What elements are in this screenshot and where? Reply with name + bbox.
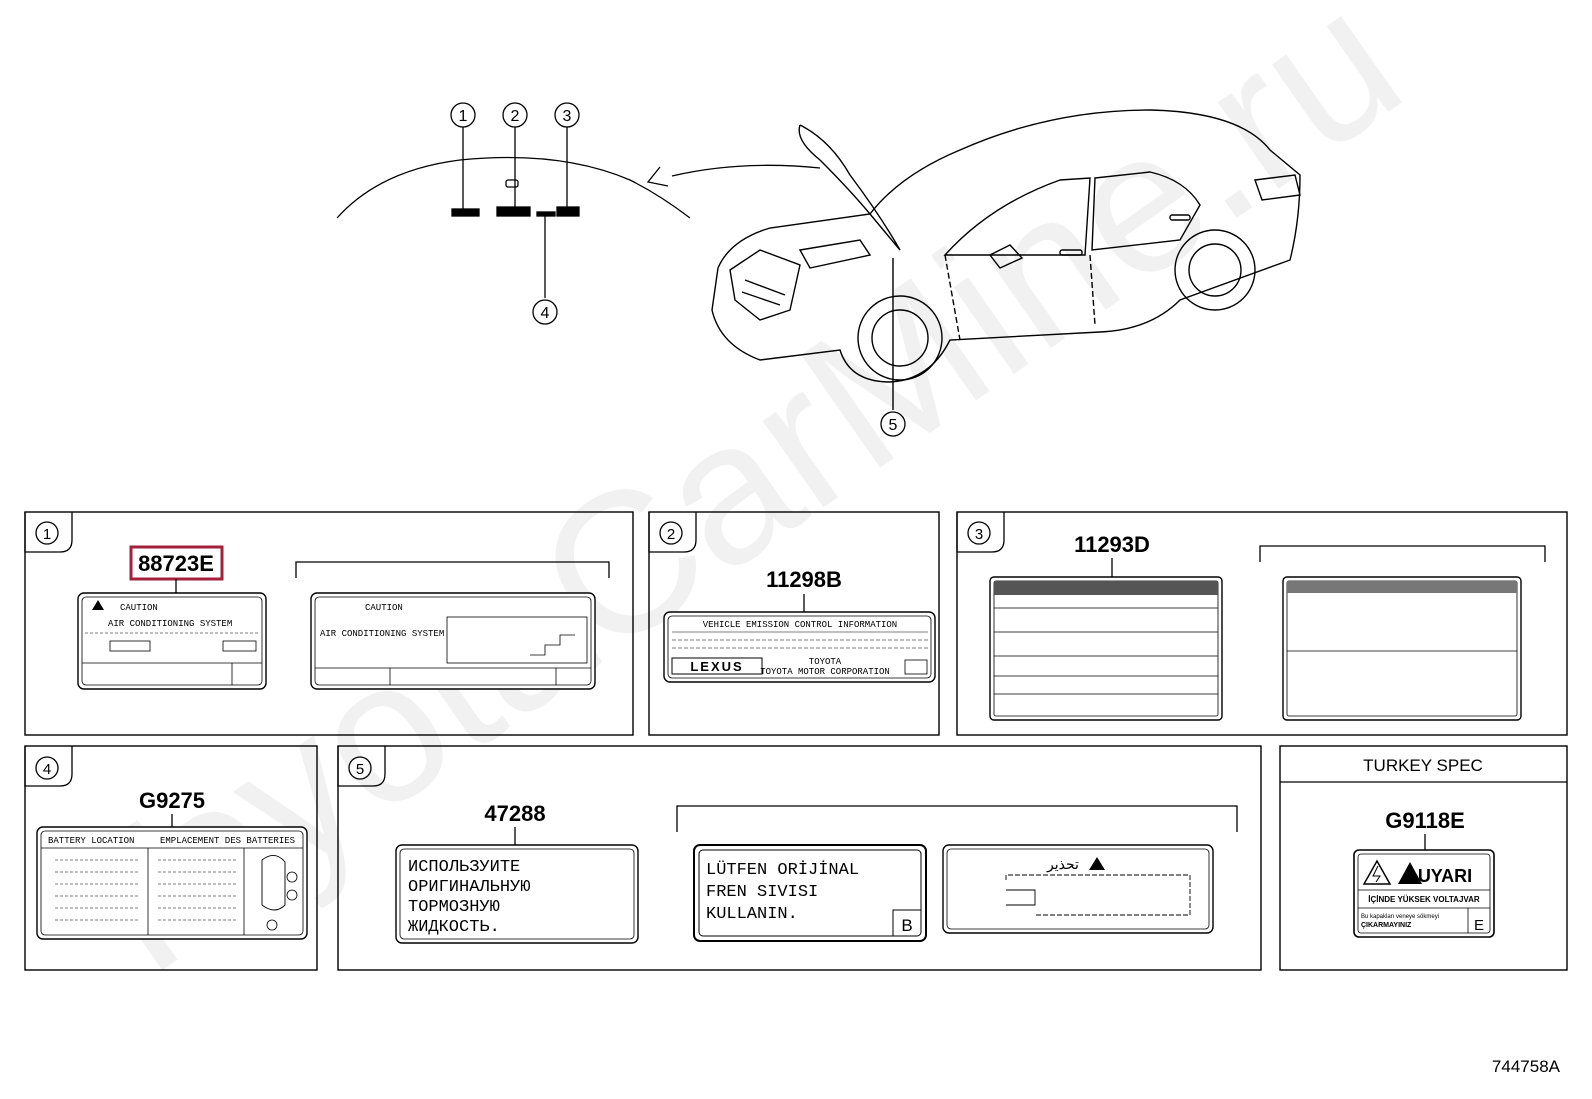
figure-id: 744758A xyxy=(1492,1057,1561,1076)
svg-text:5: 5 xyxy=(356,761,364,778)
callout-3: 3 xyxy=(554,102,580,128)
car-illustration xyxy=(711,109,1301,410)
svg-text:AIR CONDITIONING SYSTEM: AIR CONDITIONING SYSTEM xyxy=(320,629,444,639)
part-number-47288: 47288 xyxy=(484,801,545,826)
svg-text:ЖИДКОСТЬ.: ЖИДКОСТЬ. xyxy=(408,918,500,937)
svg-text:BATTERY LOCATION: BATTERY LOCATION xyxy=(48,836,134,846)
svg-text:ÇIKARMAYINIZ: ÇIKARMAYINIZ xyxy=(1361,922,1412,929)
panel-1: 1 88723E CAUTION AIR CONDITIONING SYSTEM… xyxy=(24,511,634,736)
panel-5: 5 47288 ИСПОЛЬЗУИТЕ ОРИГИНАЛЬНУЮ ТОРМОЗН… xyxy=(337,745,1262,971)
svg-text:ИСПОЛЬЗУИТЕ: ИСПОЛЬЗУИТЕ xyxy=(408,858,520,877)
ru-label-text: ИСПОЛЬЗУИТЕ ОРИГИНАЛЬНУЮ ТОРМОЗНУЮ ЖИДКО… xyxy=(408,858,530,937)
part-number-G9275: G9275 xyxy=(139,788,205,813)
svg-text:CAUTION: CAUTION xyxy=(120,603,158,613)
svg-text:VEHICLE EMISSION CONTROL INFOR: VEHICLE EMISSION CONTROL INFORMATION xyxy=(703,620,897,630)
part-number-G9118E: G9118E xyxy=(1385,808,1465,833)
callout-1: 1 xyxy=(450,102,476,128)
callout-2: 2 xyxy=(502,102,528,128)
part-number-88723E: 88723E xyxy=(138,551,214,576)
svg-text:Bu kapakları veneye sökmeyi: Bu kapakları veneye sökmeyi xyxy=(1361,914,1439,920)
callout-4: 4 xyxy=(532,299,558,325)
svg-text:5: 5 xyxy=(889,417,898,434)
tr-label-text: LÜTFEN ORİJİNAL FREN SIVISI KULLANIN. xyxy=(706,860,859,924)
pointer-arrow xyxy=(646,164,821,187)
svg-text:KULLANIN.: KULLANIN. xyxy=(706,905,798,924)
panel-turkey-spec: TURKEY SPEC G9118E UYARI İÇİNDE YÜKSEK V… xyxy=(1279,745,1568,971)
svg-text:E: E xyxy=(1474,917,1484,934)
svg-text:3: 3 xyxy=(975,526,983,543)
highlight-box xyxy=(129,545,224,581)
panel-3: 3 11293D xyxy=(956,511,1568,736)
svg-text:LÜTFEN ORİJİNAL: LÜTFEN ORİJİNAL xyxy=(706,860,859,880)
callout-5: 5 xyxy=(880,411,906,437)
svg-text:TOYOTA MOTOR CORPORATION: TOYOTA MOTOR CORPORATION xyxy=(760,667,890,677)
svg-text:EMPLACEMENT DES BATTERIES: EMPLACEMENT DES BATTERIES xyxy=(160,836,295,846)
svg-text:TURKEY SPEC: TURKEY SPEC xyxy=(1363,756,1483,775)
svg-text:FREN SIVISI: FREN SIVISI xyxy=(706,883,818,902)
ar-heading: تحذير xyxy=(1046,856,1079,873)
panel-2: 2 11298B VEHICLE EMISSION CONTROL INFORM… xyxy=(648,511,940,736)
hood-closeup xyxy=(336,127,691,298)
svg-text:TOYOTA: TOYOTA xyxy=(809,657,842,667)
svg-text:ТОРМОЗНУЮ: ТОРМОЗНУЮ xyxy=(408,898,500,917)
part-number-11298B: 11298B xyxy=(766,567,842,592)
svg-text:4: 4 xyxy=(43,761,51,778)
svg-text:UYARI: UYARI xyxy=(1418,866,1472,886)
svg-text:İÇİNDE YÜKSEK VOLTAJVAR: İÇİNDE YÜKSEK VOLTAJVAR xyxy=(1368,895,1480,904)
panel-4: 4 G9275 BATTERY LOCATION EMPLACEMENT DES… xyxy=(24,745,318,971)
svg-text:CAUTION: CAUTION xyxy=(365,603,403,613)
svg-text:B: B xyxy=(901,916,912,935)
part-number-11293D: 11293D xyxy=(1074,532,1150,557)
svg-text:1: 1 xyxy=(459,108,468,125)
svg-text:2: 2 xyxy=(511,108,520,125)
svg-text:4: 4 xyxy=(541,305,550,322)
svg-text:2: 2 xyxy=(667,526,675,543)
svg-text:ОРИГИНАЛЬНУЮ: ОРИГИНАЛЬНУЮ xyxy=(408,878,530,897)
svg-text:LEXUS: LEXUS xyxy=(690,659,743,674)
svg-text:AIR CONDITIONING SYSTEM: AIR CONDITIONING SYSTEM xyxy=(108,619,232,629)
svg-text:1: 1 xyxy=(43,526,51,543)
svg-text:3: 3 xyxy=(563,108,572,125)
